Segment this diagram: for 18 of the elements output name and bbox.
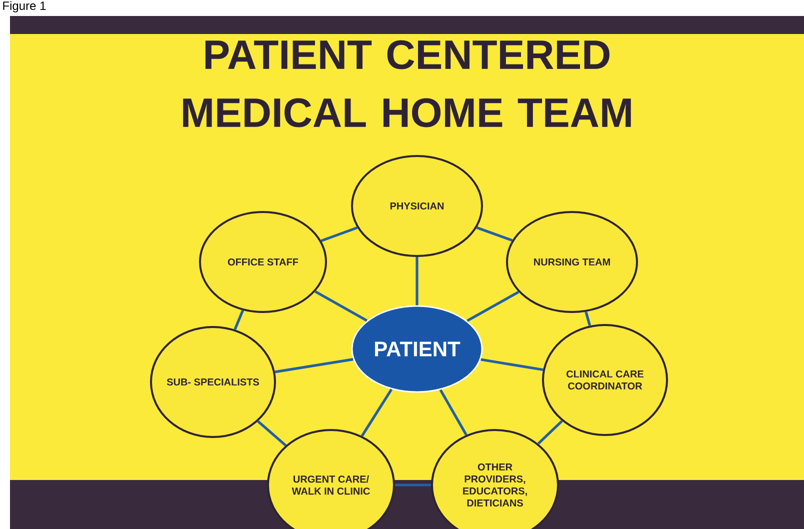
connector-line bbox=[314, 290, 368, 322]
connector-line bbox=[274, 358, 354, 374]
connector-line bbox=[439, 389, 468, 436]
connector-line bbox=[320, 226, 358, 242]
connector-line bbox=[480, 358, 544, 372]
connector-line bbox=[395, 484, 431, 486]
connector-line bbox=[537, 420, 563, 445]
connector-line bbox=[360, 388, 393, 437]
figure-label: Figure 1 bbox=[3, 1, 46, 12]
connector-line bbox=[466, 290, 520, 322]
connector-line bbox=[257, 420, 287, 446]
node-label: OTHER PROVIDERS, EDUCATORS, DIETICIANS bbox=[463, 463, 527, 507]
connector-line bbox=[584, 312, 592, 326]
connector-line bbox=[234, 310, 244, 330]
node-label: URGENT CARE/ WALK IN CLINIC bbox=[292, 475, 370, 495]
connector-line bbox=[416, 257, 418, 306]
connector-line bbox=[476, 226, 513, 242]
title: PATIENT CENTERED MEDICAL HOME TEAM bbox=[183, 40, 631, 128]
